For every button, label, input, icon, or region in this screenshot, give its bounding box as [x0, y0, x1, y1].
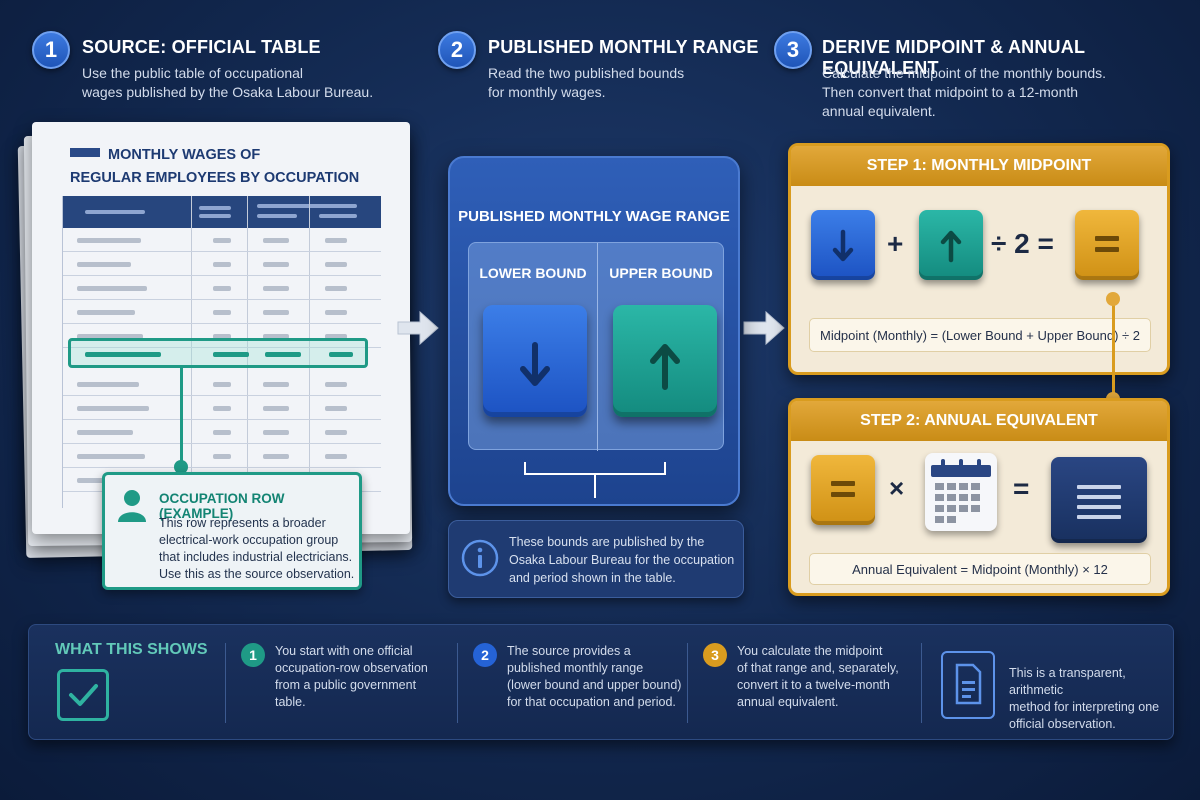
step-1-panel: STEP 1: MONTHLY MIDPOINT + ÷ 2 = Midpoin… [788, 143, 1170, 375]
wage-table [62, 196, 381, 508]
right-arrow-icon [743, 310, 785, 346]
summary-item-2: The source provides a published monthly … [507, 644, 682, 709]
summary-conclusion: This is a transparent, arithmetic method… [1009, 666, 1160, 731]
table-row [63, 444, 381, 468]
table-row [63, 228, 381, 252]
midpoint-input-key [811, 455, 875, 525]
person-icon [118, 490, 146, 522]
table-row [63, 420, 381, 444]
step-connector-dot [1106, 292, 1120, 306]
calendar-key [925, 453, 997, 531]
upper-bound-key [613, 305, 717, 417]
step-2-badge: 2 [438, 31, 476, 69]
row-connector-line [180, 368, 183, 468]
info-text: These bounds are published by the Osaka … [509, 535, 735, 585]
lower-bound-key [483, 305, 587, 417]
document-title-mark [70, 148, 100, 157]
table-row [63, 252, 381, 276]
equals-operator: = [1013, 473, 1030, 504]
calendar-icon [931, 459, 991, 523]
table-row [63, 396, 381, 420]
step-1-formula: Midpoint (Monthly) = (Lower Bound + Uppe… [809, 318, 1151, 352]
published-range-card: PUBLISHED MONTHLY WAGE RANGE LOWER BOUND… [448, 156, 740, 506]
step-1-title: STEP 1: MONTHLY MIDPOINT [791, 146, 1167, 186]
down-arrow-icon [832, 229, 854, 262]
down-arrow-icon [520, 342, 550, 386]
source-title: SOURCE: OFFICIAL TABLE [82, 37, 321, 57]
times-operator: × [889, 473, 905, 503]
bounds-bracket [524, 462, 666, 498]
lower-bound-label: LOWER BOUND [479, 265, 587, 281]
equals-icon [831, 481, 855, 497]
summary-badge-1: 1 [241, 643, 265, 667]
step-2-panel: STEP 2: ANNUAL EQUIVALENT × = [788, 398, 1170, 596]
callout-text: This row represents a broader electrical… [159, 516, 355, 581]
document-title-line-2: REGULAR EMPLOYEES BY OCCUPATION [70, 170, 360, 186]
range-title: PUBLISHED MONTHLY RANGE [488, 37, 759, 57]
summary-item-1: You start with one official occupation-r… [275, 644, 428, 709]
step-2-title: STEP 2: ANNUAL EQUIVALENT [791, 401, 1167, 441]
lower-bound-mini-key [811, 210, 875, 280]
step-connector-line [1112, 300, 1115, 400]
midpoint-mini-key [1075, 210, 1139, 280]
derive-title: DERIVE MIDPOINT & ANNUAL EQUIVALENT [822, 37, 1085, 78]
row-connector-dot [174, 460, 188, 474]
info-icon [461, 539, 499, 577]
equals-icon [1095, 236, 1119, 252]
highlighted-occupation-row [68, 338, 368, 368]
bounds-info-box: These bounds are published by the Osaka … [448, 520, 744, 598]
right-arrow-icon [397, 310, 439, 346]
document-icon [941, 651, 995, 719]
range-description: Read the two published bounds for monthl… [488, 65, 685, 100]
table-row [63, 372, 381, 396]
step-1-badge: 1 [32, 31, 70, 69]
summary-item-3: You calculate the midpoint of that range… [737, 644, 899, 709]
summary-bar: WHAT THIS SHOWS 1 You start with one off… [28, 624, 1174, 740]
table-row [63, 324, 381, 348]
up-arrow-icon [940, 230, 962, 263]
divide-by-two-operator: ÷ 2 = [991, 228, 1054, 259]
callout-title: OCCUPATION ROW (EXAMPLE) [159, 491, 285, 521]
occupation-row-callout: OCCUPATION ROW (EXAMPLE) This row repres… [102, 472, 362, 590]
step-3-badge: 3 [774, 31, 812, 69]
document-title-line-1: MONTHLY WAGES OF [108, 147, 261, 163]
table-header [63, 196, 381, 228]
table-row [63, 276, 381, 300]
plus-operator: + [887, 228, 904, 259]
upper-bound-label: UPPER BOUND [609, 265, 713, 281]
derive-description: Calculate the midpoint of the monthly bo… [822, 65, 1107, 119]
table-row [63, 300, 381, 324]
summary-badge-3: 3 [703, 643, 727, 667]
up-arrow-icon [650, 344, 680, 390]
checkbox-icon [57, 669, 109, 721]
wage-table-document: MONTHLY WAGES OF REGULAR EMPLOYEES BY OC… [32, 122, 410, 534]
upper-bound-mini-key [919, 210, 983, 280]
annual-equivalent-key [1051, 457, 1147, 543]
bounds-panel: LOWER BOUND UPPER BOUND [468, 242, 724, 451]
step-2-formula: Annual Equivalent = Midpoint (Monthly) ×… [809, 553, 1151, 585]
source-description: Use the public table of occupational wag… [82, 65, 374, 100]
list-lines-icon [1077, 485, 1121, 519]
range-card-title: PUBLISHED MONTHLY WAGE RANGE [458, 208, 730, 225]
summary-heading: WHAT THIS SHOWS [55, 641, 208, 658]
summary-badge-2: 2 [473, 643, 497, 667]
